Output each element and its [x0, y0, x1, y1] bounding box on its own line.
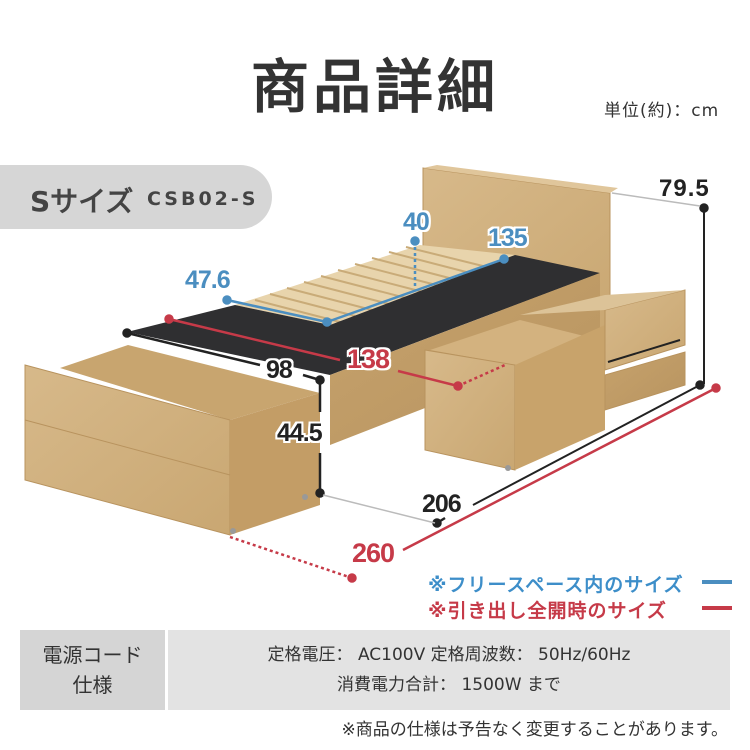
middle-drawer-front	[424, 349, 516, 471]
dim-drawer-open-width: 138	[347, 344, 390, 374]
middle-drawer-inner	[430, 320, 600, 365]
dim-headboard-height: 79.5	[659, 175, 710, 202]
dim-free-height: 40	[403, 208, 430, 236]
legend-red-swatch	[702, 606, 732, 610]
legend-free-space: ※フリースペース内のサイズ	[428, 574, 684, 596]
dim-drawer-open-length: 260	[352, 538, 395, 568]
size-name: Sサイズ	[30, 185, 134, 218]
dim-free-length: 135	[488, 224, 528, 252]
spec-value-cell: 定格電圧： AC100V 定格周波数： 50Hz/60Hz 消費電力合計： 15…	[168, 630, 730, 710]
bed-illustration	[24, 165, 721, 583]
spec-label-line1: 電源コード	[42, 643, 143, 667]
dim-bed-height: 44.5	[277, 419, 323, 447]
dim-bed-width: 98	[266, 356, 293, 384]
power-cord-spec-table: 電源コード 仕様 定格電圧： AC100V 定格周波数： 50Hz/60Hz 消…	[20, 630, 730, 710]
unit-label: 単位(約)：cm	[604, 101, 720, 121]
size-badge	[0, 165, 272, 229]
page-title: 商品詳細	[250, 53, 499, 121]
footnote: ※商品の仕様は予告なく変更することがあります。	[341, 720, 728, 740]
left-drawer-side	[230, 393, 320, 535]
left-drawer-inner	[60, 345, 320, 420]
middle-drawer-side	[515, 325, 605, 470]
legend-drawer-open: ※引き出し全開時のサイズ	[428, 600, 667, 622]
model-code: CSB02-S	[147, 188, 259, 210]
legend-blue-swatch	[702, 580, 732, 584]
top-panel	[127, 255, 600, 375]
spec-value-line2: 消費電力合計： 1500W まで	[337, 675, 561, 695]
spec-label-line2: 仕様	[72, 673, 113, 697]
slats	[235, 245, 515, 325]
dim-free-width: 47.6	[185, 266, 231, 294]
dim-bed-length: 206	[422, 490, 462, 518]
spec-value-line1: 定格電圧： AC100V 定格周波数： 50Hz/60Hz	[267, 645, 631, 665]
right-drawer-lower	[604, 351, 686, 411]
spec-label-cell: 電源コード 仕様	[20, 630, 165, 710]
